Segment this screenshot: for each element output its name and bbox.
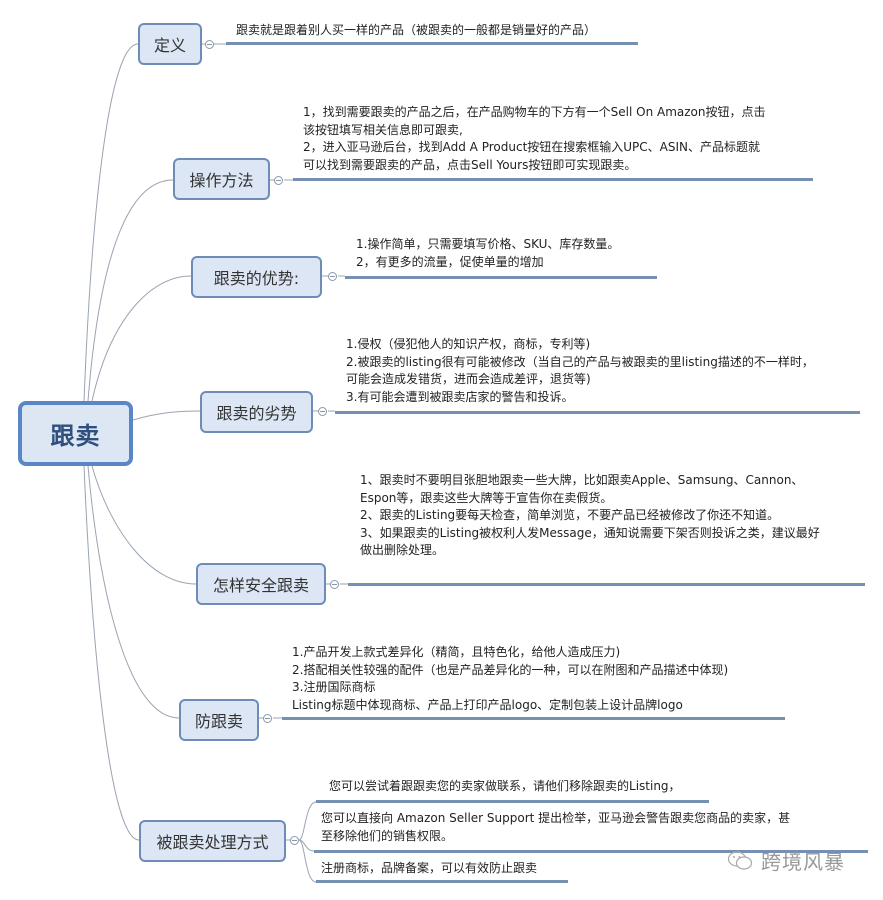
topic-underline bbox=[316, 800, 709, 803]
branch-node-disadvantages[interactable]: 跟卖的劣势 bbox=[200, 391, 313, 433]
branch-label: 怎样安全跟卖 bbox=[212, 576, 309, 595]
topic-underline bbox=[293, 178, 813, 181]
wechat-icon bbox=[727, 850, 753, 870]
topic-underline bbox=[348, 583, 865, 586]
branch-text-advantages: 1.操作简单，只需要填写价格、SKU、库存数量。 2，有更多的流量，促使单量的增… bbox=[356, 237, 620, 269]
topic-underline bbox=[335, 411, 860, 414]
branch-label: 被跟卖处理方式 bbox=[156, 833, 269, 852]
branch-label: 防跟卖 bbox=[194, 712, 243, 731]
topic-underline bbox=[316, 880, 568, 883]
topic-underline bbox=[314, 850, 868, 853]
branch-label: 操作方法 bbox=[189, 171, 254, 190]
root-node-label: 跟卖 bbox=[50, 422, 101, 450]
branch-text-disadvantages: 1.侵权（侵犯他人的知识产权，商标，专利等) 2.被跟卖的listing很有可能… bbox=[346, 337, 814, 404]
watermark-text: 跨境风暴 bbox=[761, 850, 845, 874]
handling-subtopic-3: 注册商标，品牌备案，可以有效防止跟卖 bbox=[321, 861, 538, 875]
collapse-toggle-icon[interactable] bbox=[263, 714, 272, 723]
branch-node-definition[interactable]: 定义 bbox=[138, 23, 202, 65]
topic-underline bbox=[282, 717, 785, 720]
branch-text-method: 1，找到需要跟卖的产品之后，在产品购物车的下方有一个Sell On Amazon… bbox=[303, 105, 766, 172]
branch-node-method[interactable]: 操作方法 bbox=[173, 158, 270, 200]
handling-subtopic-2: 您可以直接向 Amazon Seller Support 提出检举，亚马逊会警告… bbox=[321, 811, 791, 843]
collapse-toggle-icon[interactable] bbox=[318, 407, 327, 416]
branch-text-definition: 跟卖就是跟着别人买一样的产品（被跟卖的一般都是销量好的产品） bbox=[236, 23, 597, 37]
collapse-toggle-icon[interactable] bbox=[205, 40, 214, 49]
branch-text-safe: 1、跟卖时不要明目张胆地跟卖一些大牌，比如跟卖Apple、Samsung、Can… bbox=[360, 473, 820, 557]
collapse-toggle-icon[interactable] bbox=[274, 176, 283, 185]
branch-label: 跟卖的优势: bbox=[213, 269, 300, 288]
collapse-toggle-icon[interactable] bbox=[290, 836, 299, 845]
branch-node-handling[interactable]: 被跟卖处理方式 bbox=[139, 820, 286, 862]
branch-text-prevent: 1.产品开发上款式差异化（精简，且特色化，给他人造成压力) 2.搭配相关性较强的… bbox=[292, 645, 729, 712]
branch-node-safe[interactable]: 怎样安全跟卖 bbox=[196, 563, 326, 605]
root-node[interactable]: 跟卖 bbox=[18, 401, 133, 466]
branch-node-advantages[interactable]: 跟卖的优势: bbox=[191, 256, 322, 298]
topic-underline bbox=[226, 42, 638, 45]
collapse-toggle-icon[interactable] bbox=[328, 272, 337, 281]
branch-label: 定义 bbox=[153, 36, 186, 55]
collapse-toggle-icon[interactable] bbox=[330, 580, 339, 589]
branch-node-prevent[interactable]: 防跟卖 bbox=[179, 699, 259, 741]
watermark: 跨境风暴 bbox=[727, 846, 845, 875]
topic-underline bbox=[345, 276, 657, 279]
handling-subtopic-1: 您可以尝试着跟跟卖您的卖家做联系，请他们移除跟卖的Listing， bbox=[329, 779, 681, 793]
branch-label: 跟卖的劣势 bbox=[216, 404, 297, 423]
